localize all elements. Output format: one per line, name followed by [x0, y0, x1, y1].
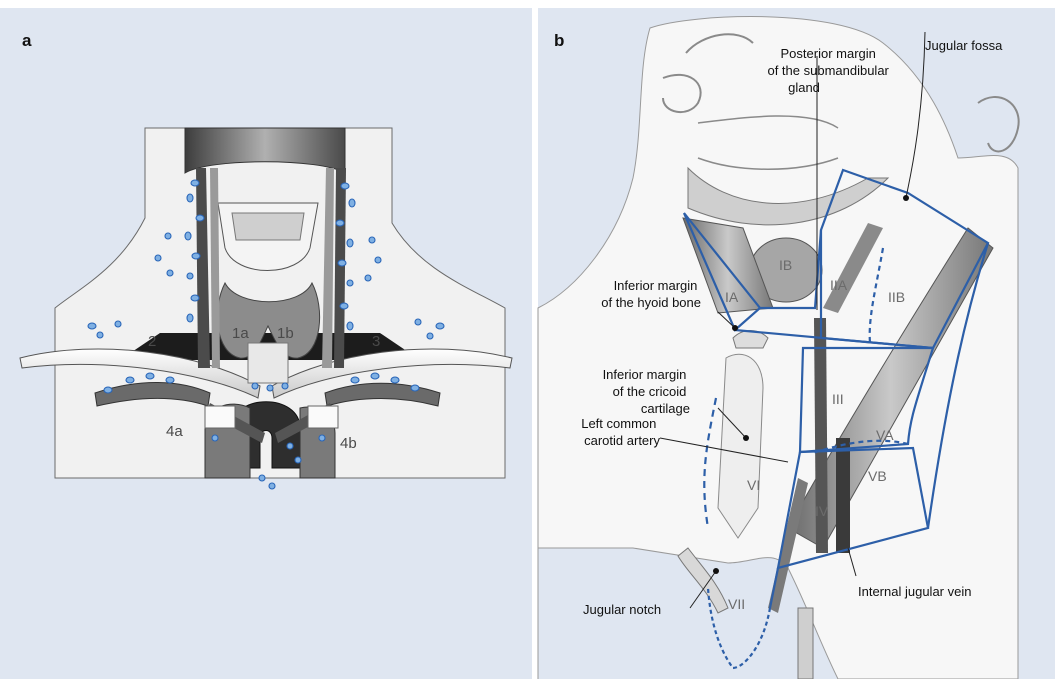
panel-b: b — [538, 8, 1055, 679]
region-4a-marker — [205, 406, 235, 428]
level-VB-label: VB — [868, 468, 887, 484]
cricoid-line-3: cartilage — [641, 401, 690, 416]
hyoid-line-1: Inferior margin — [614, 278, 698, 293]
level-IA-label: IA — [725, 289, 739, 305]
right-jugular-vein — [334, 168, 346, 368]
level-VI-label: VI — [747, 477, 760, 493]
ear — [978, 97, 1019, 151]
carotid-line-2: carotid artery — [584, 433, 660, 448]
jugular-fossa-annotation: Jugular fossa — [925, 38, 1003, 53]
jugular-notch-annotation: Jugular notch — [583, 602, 661, 617]
level-IIB-label: IIB — [888, 289, 905, 305]
carotid-line-1: Left common — [581, 416, 656, 431]
submandibular-line-3: gland — [788, 80, 820, 95]
submandibular-line-2: of the submandibular — [767, 63, 889, 78]
level-III-label: III — [832, 391, 844, 407]
region-1b-label: 1b — [277, 325, 294, 342]
great-vessel — [798, 608, 813, 679]
level-IIA-label: IIA — [830, 277, 848, 293]
submandibular-line-1: Posterior margin — [781, 46, 876, 61]
trachea — [248, 343, 288, 383]
region-4b-marker — [308, 406, 338, 428]
neck-levels-illustration: IB IA IIA IIB III IV VA VB VI VII Poster… — [538, 8, 1055, 679]
region-3-label: 3 — [372, 333, 380, 350]
panel-a: a — [0, 8, 532, 679]
larynx-trachea — [718, 354, 763, 538]
region-4b-label: 4b — [340, 435, 357, 452]
level-VII-label: VII — [728, 596, 745, 612]
region-2-label: 2 — [148, 333, 156, 350]
internal-jugular-vein-annotation: Internal jugular vein — [858, 584, 971, 599]
level-IB-label: IB — [779, 257, 792, 273]
cricoid-line-2: of the cricoid — [613, 384, 687, 399]
level-VA-label: VA — [876, 427, 894, 443]
region-4a-label: 4a — [166, 423, 183, 440]
cricoid-line-1: Inferior margin — [603, 367, 687, 382]
hyoid-line-2: of the hyoid bone — [601, 295, 701, 310]
internal-jugular-vein — [836, 438, 850, 553]
region-1a-label: 1a — [232, 325, 249, 342]
neck-lymph-node-regions-illustration: 1a 1b 2 3 4a 4b — [0, 8, 532, 679]
larynx — [232, 213, 304, 240]
level-IV-label: IV — [815, 503, 829, 519]
